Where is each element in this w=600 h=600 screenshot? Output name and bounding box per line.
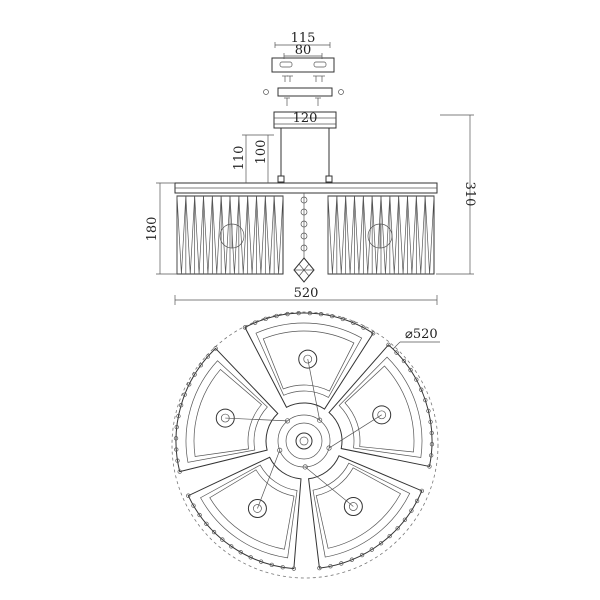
- dimension-lines: [156, 42, 474, 305]
- arm-3: [302, 455, 425, 571]
- center-hub: [277, 414, 331, 468]
- outer-diameter-circle: [171, 311, 439, 579]
- side-view: 115 80 120 110 100 310 180 520: [145, 31, 477, 305]
- dim-bracket-inner: 80: [295, 43, 312, 58]
- dim-canopy-width: 120: [293, 111, 318, 126]
- dim-rod-inner: 100: [254, 140, 269, 165]
- dim-bracket-outer: 115: [291, 31, 316, 46]
- left-crystal-shade: [176, 195, 284, 275]
- top-view: ⌀520: [171, 310, 440, 579]
- arm-2: [326, 342, 435, 469]
- mounting-bracket: [263, 44, 344, 106]
- dim-rod-outer: 110: [232, 146, 247, 171]
- arm-4: [186, 447, 302, 571]
- arms-group: [173, 310, 435, 571]
- dim-diameter: ⌀520: [405, 327, 438, 342]
- dim-total-width: 520: [294, 286, 319, 301]
- dim-shade-height: 180: [145, 217, 160, 242]
- right-crystal-shade: [327, 195, 435, 275]
- center-crystal-chain: [293, 193, 315, 283]
- arm-1: [242, 310, 376, 423]
- canopy: [273, 111, 337, 129]
- dim-total-height: 310: [462, 182, 477, 207]
- arm-5: [173, 346, 291, 474]
